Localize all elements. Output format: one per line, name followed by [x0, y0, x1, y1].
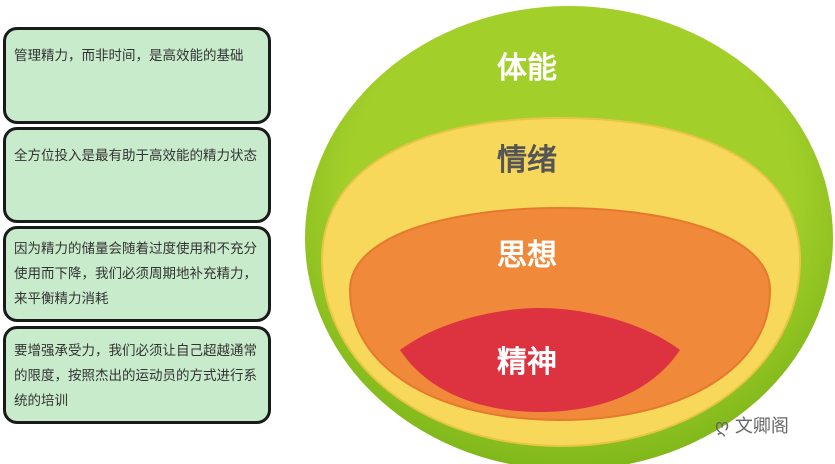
layer-label: 体能 [497, 51, 557, 86]
note-text: 要增强承受力，我们必须让自己超越通常的限度，按照杰出的运动员的方式进行系统的培训 [14, 343, 257, 409]
chat-icon: ღ [715, 416, 735, 437]
note-box-2: 全方位投入是最有助于高效能的精力状态 [3, 127, 271, 223]
note-text: 管理精力，而非时间，是高效能的基础 [14, 48, 244, 64]
layer-spiritual [400, 308, 680, 412]
watermark: ღ 文卿阁 [715, 416, 789, 437]
note-box-4: 要增强承受力，我们必须让自己超越通常的限度，按照杰出的运动员的方式进行系统的培训 [3, 326, 271, 424]
note-box-1: 管理精力，而非时间，是高效能的基础 [3, 27, 271, 124]
note-text: 因为精力的储量会随着过度使用和不充分使用而下降，我们必须周期地补充精力，来平衡精… [14, 241, 257, 307]
note-text: 全方位投入是最有助于高效能的精力状态 [14, 148, 257, 164]
note-box-3: 因为精力的储量会随着过度使用和不充分使用而下降，我们必须周期地补充精力，来平衡精… [3, 226, 271, 322]
layer-label: 精神 [497, 345, 557, 380]
layer-label: 情绪 [497, 143, 557, 178]
layer-label: 思想 [497, 238, 557, 273]
